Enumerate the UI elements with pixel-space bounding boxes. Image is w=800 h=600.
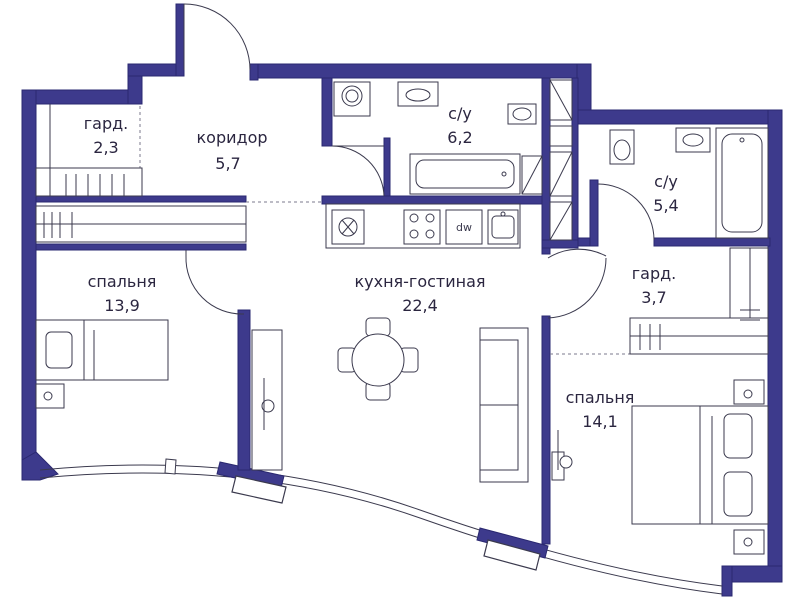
room-area-bath-main: 6,2 [447,128,473,147]
bath-second-fixtures [609,127,769,239]
doors [183,3,655,319]
room-area-kitchen-living: 22,4 [402,296,438,315]
room-name-bath-main: с/у [448,104,472,123]
bedroom-right-furniture [551,379,769,555]
wardrobe-right-fixtures [629,247,769,355]
dishwasher-label: dw [456,221,472,234]
interior-walls [35,77,771,545]
room-name-kitchen-living: кухня-гостиная [354,272,486,291]
curved-facade [39,458,723,595]
room-area-wardrobe-left: 2,3 [93,138,119,157]
room-name-corridor: коридор [196,128,268,147]
room-name-bath-second: с/у [654,172,678,191]
room-area-bedroom-left: 13,9 [104,296,140,315]
room-area-bedroom-right: 14,1 [582,412,618,431]
kitchen-counter: dw [325,203,521,249]
wardrobe-left-fixtures [35,104,247,243]
room-area-bath-second: 5,4 [653,196,679,215]
shafts [521,79,573,241]
sofa [479,327,529,483]
bath-main-fixtures [333,81,537,195]
room-name-bedroom-left: спальня [87,272,157,291]
bedroom-left-furniture [35,319,283,471]
room-area-corridor: 5,7 [215,154,241,173]
dining-table [337,317,419,401]
room-area-wardrobe-right: 3,7 [641,288,667,307]
room-name-wardrobe-right: гард. [631,264,677,283]
room-name-wardrobe-left: гард. [83,114,129,133]
room-name-bedroom-right: спальня [565,388,635,407]
exterior-walls [21,3,783,597]
